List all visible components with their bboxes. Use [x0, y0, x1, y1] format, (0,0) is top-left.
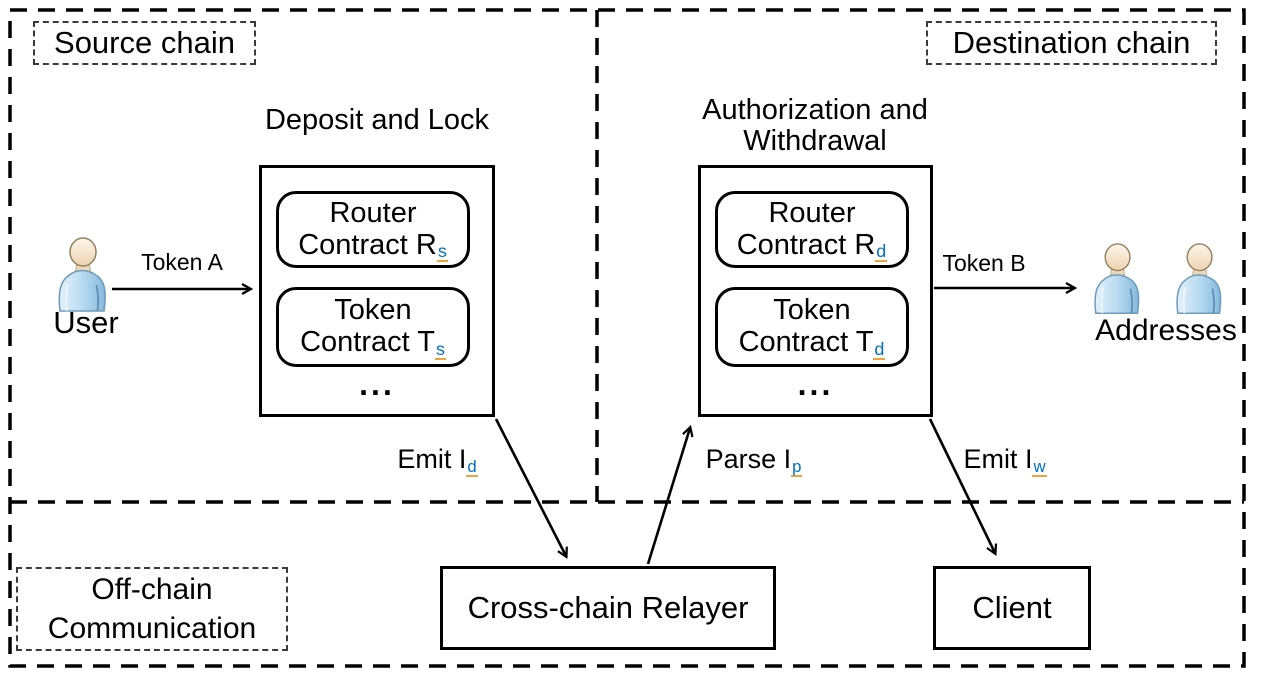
addresses-label-text: Addresses: [1095, 314, 1237, 347]
source-chain-label-text: Source chain: [54, 25, 235, 60]
contract-subscript: d: [873, 338, 886, 360]
token-b-text: Token B: [942, 250, 1026, 276]
emit-iw-text: Emit I: [963, 444, 1033, 474]
user-label: User: [42, 306, 130, 339]
emit-iw-arrow: [928, 418, 998, 556]
contract-line2: Contract Td: [739, 326, 886, 360]
user-person-icon: [58, 237, 107, 312]
emit-id-arrow: [494, 418, 568, 559]
parse-ip-subscript: p: [791, 456, 803, 478]
contract-line1: Token: [773, 294, 851, 327]
contract-line2: Contract Ts: [300, 326, 446, 360]
token-a-text: Token A: [141, 249, 223, 275]
auth-title-line2: Withdrawal: [743, 125, 887, 157]
contract-line2: Contract Rs: [298, 229, 448, 263]
token-contract-destination-box: Token Contract Td: [715, 287, 909, 367]
deposit-lock-box: Router Contract Rs Token Contract Ts ...: [259, 165, 495, 417]
router-contract-destination-box: Router Contract Rd: [715, 191, 909, 268]
destination-chain-label-text: Destination chain: [952, 25, 1191, 60]
offchain-label-line2: Communication: [47, 612, 257, 645]
token-contract-source-box: Token Contract Ts: [276, 287, 470, 367]
address-person-icon-2: [1176, 242, 1222, 315]
contract-line1: Router: [768, 196, 856, 229]
deposit-title-text: Deposit and Lock: [264, 104, 490, 136]
source-chain-region-label: Source chain: [33, 21, 256, 65]
token-a-label: Token A: [126, 250, 238, 275]
destination-chain-region-label: Destination chain: [926, 21, 1217, 65]
address-person-icon-1: [1094, 242, 1140, 315]
addresses-label: Addresses: [1080, 314, 1252, 347]
contract-subscript: s: [436, 241, 448, 263]
contract-line2: Contract Rd: [737, 229, 888, 263]
client-label-text: Client: [972, 590, 1052, 625]
outer-dashed-border: [8, 8, 1246, 668]
router-contract-source-box: Router Contract Rs: [276, 191, 470, 268]
emit-id-label: Emit Id: [385, 444, 490, 478]
contract-subscript: s: [434, 338, 446, 360]
offchain-label-line1: Off-chain: [91, 573, 213, 606]
authorization-withdrawal-box: Router Contract Rd Token Contract Td ...: [698, 165, 933, 417]
offchain-region-label: Off-chain Communication: [16, 567, 288, 651]
client-box: Client: [933, 566, 1091, 650]
more-contracts-ellipsis: ...: [797, 366, 834, 402]
contract-line2-text: Contract T: [738, 326, 874, 359]
cross-chain-relayer-box: Cross-chain Relayer: [440, 566, 776, 650]
contract-line2-text: Contract R: [736, 228, 876, 261]
parse-ip-text: Parse I: [705, 444, 792, 474]
emit-id-subscript: d: [466, 456, 478, 478]
authorization-withdrawal-title: Authorization and Withdrawal: [665, 95, 965, 157]
contract-subscript: d: [875, 241, 888, 263]
relayer-label-text: Cross-chain Relayer: [467, 590, 749, 625]
contract-line1: Router: [329, 196, 417, 229]
contract-line2-text: Contract T: [300, 326, 435, 359]
auth-title-line1: Authorization and: [702, 94, 928, 126]
emit-iw-subscript: w: [1032, 456, 1047, 478]
contract-line1: Token: [334, 294, 412, 327]
user-label-text: User: [53, 305, 119, 340]
token-b-label: Token B: [928, 251, 1040, 276]
deposit-and-lock-title: Deposit and Lock: [247, 105, 507, 136]
more-contracts-ellipsis: ...: [359, 366, 395, 402]
emit-iw-label: Emit Iw: [955, 444, 1055, 478]
parse-ip-arrow: [646, 424, 694, 565]
contract-line2-text: Contract R: [298, 228, 437, 261]
emit-id-text: Emit I: [397, 444, 467, 474]
parse-ip-label: Parse Ip: [700, 444, 808, 478]
